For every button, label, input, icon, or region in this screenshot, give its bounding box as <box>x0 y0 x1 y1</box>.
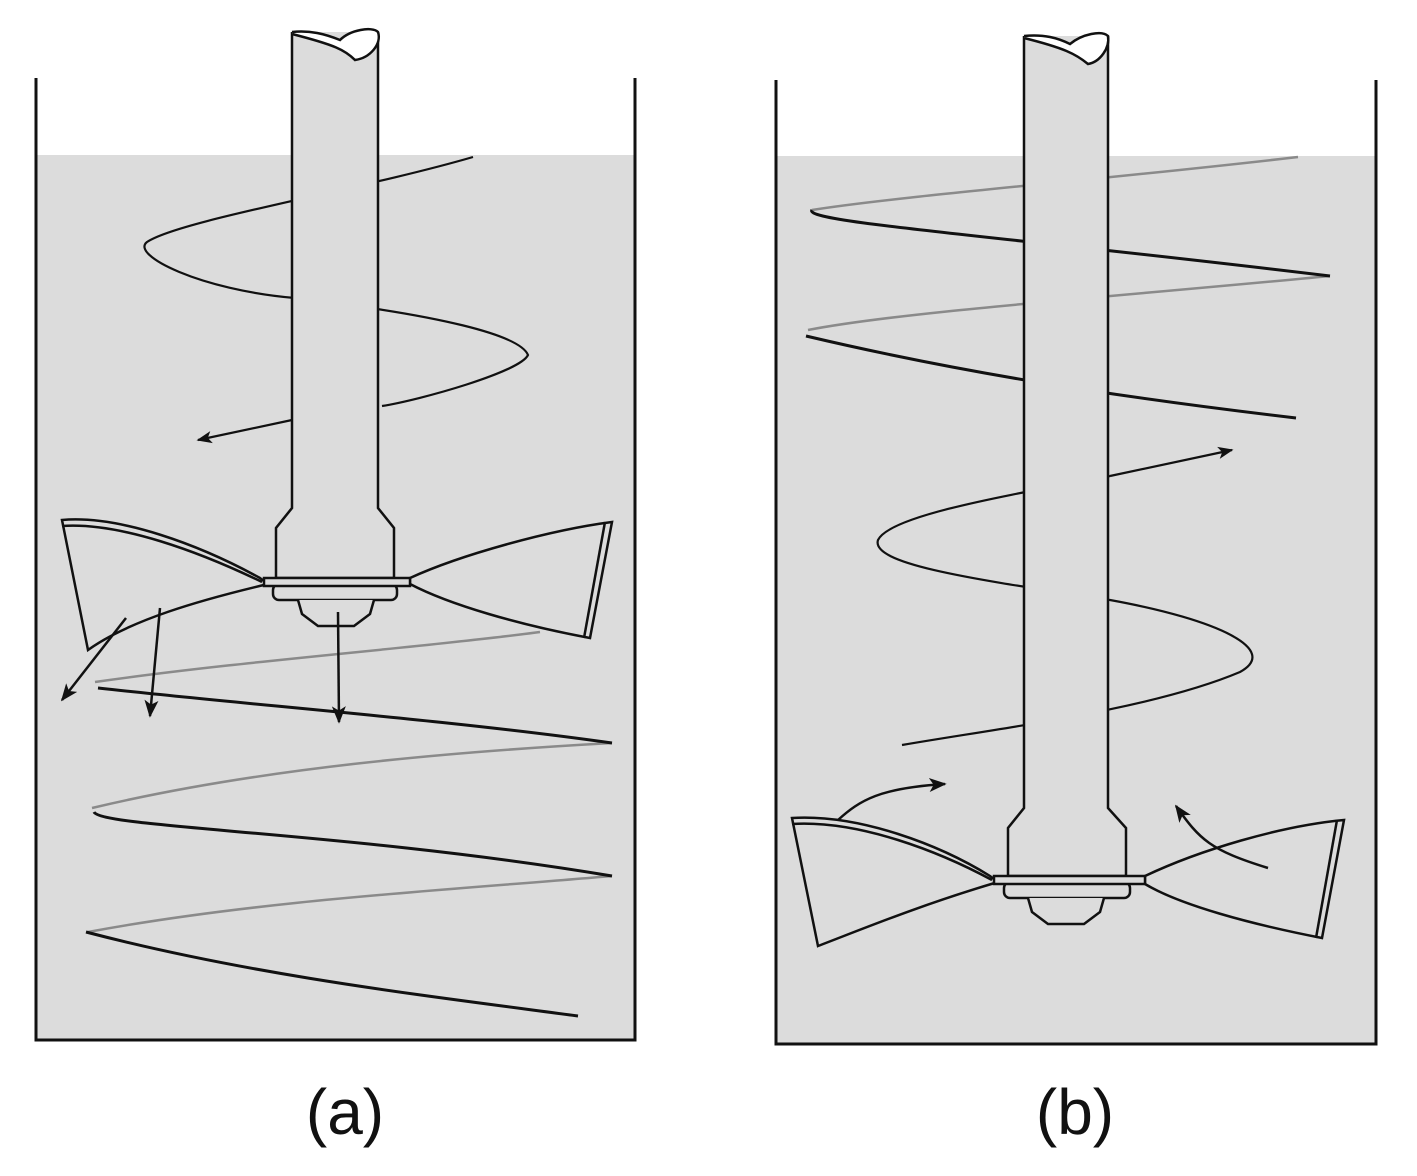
arrow-a-center <box>331 611 346 724</box>
tank-b-wall <box>774 80 1378 1046</box>
panel-a-caption: (a) <box>305 1076 385 1148</box>
arrow-a-mid <box>144 607 162 718</box>
panel-b-caption: (b) <box>1035 1076 1115 1148</box>
impeller-a-blades <box>60 518 614 653</box>
helix-b-lower <box>876 446 1254 747</box>
panel-b <box>774 32 1378 1046</box>
impeller-b-hub <box>1002 880 1132 926</box>
arrow-a-left <box>60 617 127 702</box>
panel-a <box>34 28 637 1042</box>
impeller-a-hub <box>271 582 399 628</box>
shaft-a <box>274 28 396 580</box>
helix-a-back <box>87 630 613 934</box>
helix-a-upper <box>143 155 530 444</box>
flow-arrows-a <box>60 607 346 724</box>
arrow-b-left <box>837 777 947 821</box>
helix-b-back <box>807 155 1331 332</box>
shaft-b <box>1006 32 1128 878</box>
impeller-b-blades <box>790 816 1346 948</box>
arrow-b-right <box>1174 804 1269 870</box>
helix-a-lower-front <box>85 686 613 1018</box>
flow-arrows-b <box>837 777 1269 870</box>
tank-a-wall <box>34 78 637 1042</box>
